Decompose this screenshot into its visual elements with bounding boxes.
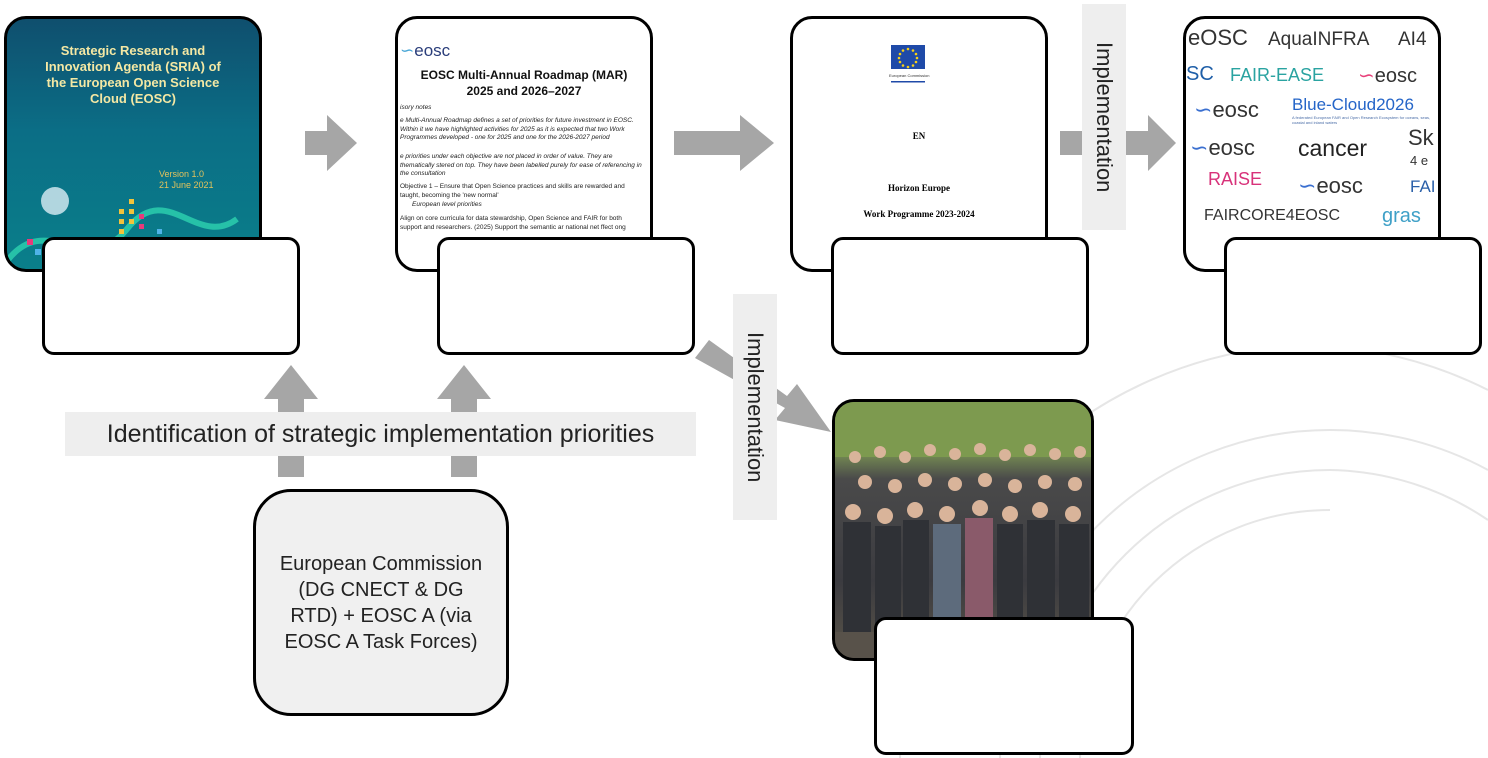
- mar-title: EOSC Multi-Annual Roadmap (MAR) 2025 and…: [398, 67, 650, 99]
- mar-title-line2: 2025 and 2026–2027: [466, 84, 582, 98]
- logo-blue-cloud-tagline: A federated European FAIR and Open Resea…: [1292, 115, 1431, 125]
- sria-version: Version 1.0 21 June 2021: [159, 169, 214, 191]
- mar-section: isory notes: [400, 104, 432, 111]
- implementation-label-bottom: Implementation: [733, 294, 777, 520]
- logo-raise: RAISE: [1208, 169, 1263, 189]
- arrow-right-1: [305, 115, 357, 171]
- photo-label-box: [874, 617, 1134, 755]
- mar-sub: European level priorities: [412, 201, 482, 208]
- logo-eosc-3: ∽eosc: [1194, 97, 1259, 122]
- mar-logo-text: eosc: [414, 41, 451, 60]
- mar-objective: Objective 1 – Ensure that Open Science p…: [400, 183, 625, 199]
- logo-sc: SC: [1186, 63, 1214, 85]
- logo-ai4: AI4: [1398, 29, 1427, 50]
- horizon-lang: EN: [912, 131, 926, 141]
- logo-fair-ease: FAIR-EASE: [1230, 65, 1325, 85]
- horizon-subtitle: Work Programme 2023-2024: [863, 209, 975, 219]
- sria-title: Strategic Research and Innovation Agenda…: [45, 43, 221, 106]
- horizon-label-box: [831, 237, 1089, 355]
- priorities-label: Identification of strategic implementati…: [65, 412, 696, 456]
- sria-version-text: Version 1.0: [159, 169, 205, 179]
- logo-eosc-3-text: eosc: [1212, 97, 1259, 122]
- sria-date-text: 21 June 2021: [159, 180, 214, 190]
- sria-decoration-graphic: [7, 187, 239, 263]
- logo-4e: 4 e: [1410, 153, 1429, 168]
- logo-eosc-5: ∽eosc: [1298, 173, 1363, 198]
- mar-document-card: ∽eosc EOSC Multi-Annual Roadmap (MAR) 20…: [395, 16, 653, 272]
- logo-gras: gras: [1382, 205, 1421, 227]
- logo-fai: FAI: [1410, 177, 1436, 196]
- arrow-right-2: [674, 115, 774, 171]
- sria-label-box: [42, 237, 300, 355]
- commission-box: European Commission (DG CNECT & DG RTD) …: [253, 489, 509, 716]
- logo-eosc-4: ∽eosc: [1190, 135, 1255, 160]
- logo-eosc-5-text: eosc: [1316, 173, 1363, 198]
- mar-title-line1: EOSC Multi-Annual Roadmap (MAR): [420, 68, 628, 82]
- project-logos-card: eOSC AquaINFRA AI4 SC FAIR-EASE ∽eosc ∽e…: [1183, 16, 1441, 272]
- eosc-logo: ∽eosc: [400, 41, 451, 60]
- mar-label-box: [437, 237, 695, 355]
- eu-flag-caption: European Commission: [889, 73, 930, 78]
- logo-sk: Sk: [1408, 125, 1434, 150]
- horizon-document-card: European Commission EN Horizon Europe Wo…: [790, 16, 1048, 272]
- logo-cancer: cancer: [1298, 135, 1368, 161]
- implementation-label-top-text: Implementation: [1092, 41, 1117, 193]
- logo-blue-cloud: Blue-Cloud2026: [1292, 95, 1414, 114]
- mar-para3: Align on core curricula for data steward…: [400, 215, 626, 231]
- logo-faircore4eosc: FAIRCORE4EOSC: [1204, 207, 1341, 224]
- eu-flag-icon: [891, 45, 925, 83]
- implementation-label-top: Implementation: [1082, 4, 1126, 230]
- implementation-label-bottom-text: Implementation: [743, 331, 768, 483]
- group-photo-card: [832, 399, 1094, 661]
- sria-cover-card: Strategic Research and Innovation Agenda…: [4, 16, 262, 272]
- horizon-title: Horizon Europe: [887, 183, 951, 193]
- logo-eosc-4-text: eosc: [1208, 135, 1255, 160]
- logo-eosc-2-text: eosc: [1374, 65, 1418, 87]
- logo-aquainfra: AquaINFRA: [1268, 29, 1370, 50]
- mar-para1: e Multi-Annual Roadmap defines a set of …: [400, 117, 634, 141]
- mar-para2: e priorities under each objective are no…: [400, 153, 642, 177]
- logo-eosc-2: ∽eosc: [1358, 65, 1418, 87]
- logo-eosc-1: eOSC: [1188, 25, 1248, 50]
- group-photo: [835, 402, 1091, 658]
- logos-label-box: [1224, 237, 1482, 355]
- arrow-right-3: [1060, 115, 1176, 171]
